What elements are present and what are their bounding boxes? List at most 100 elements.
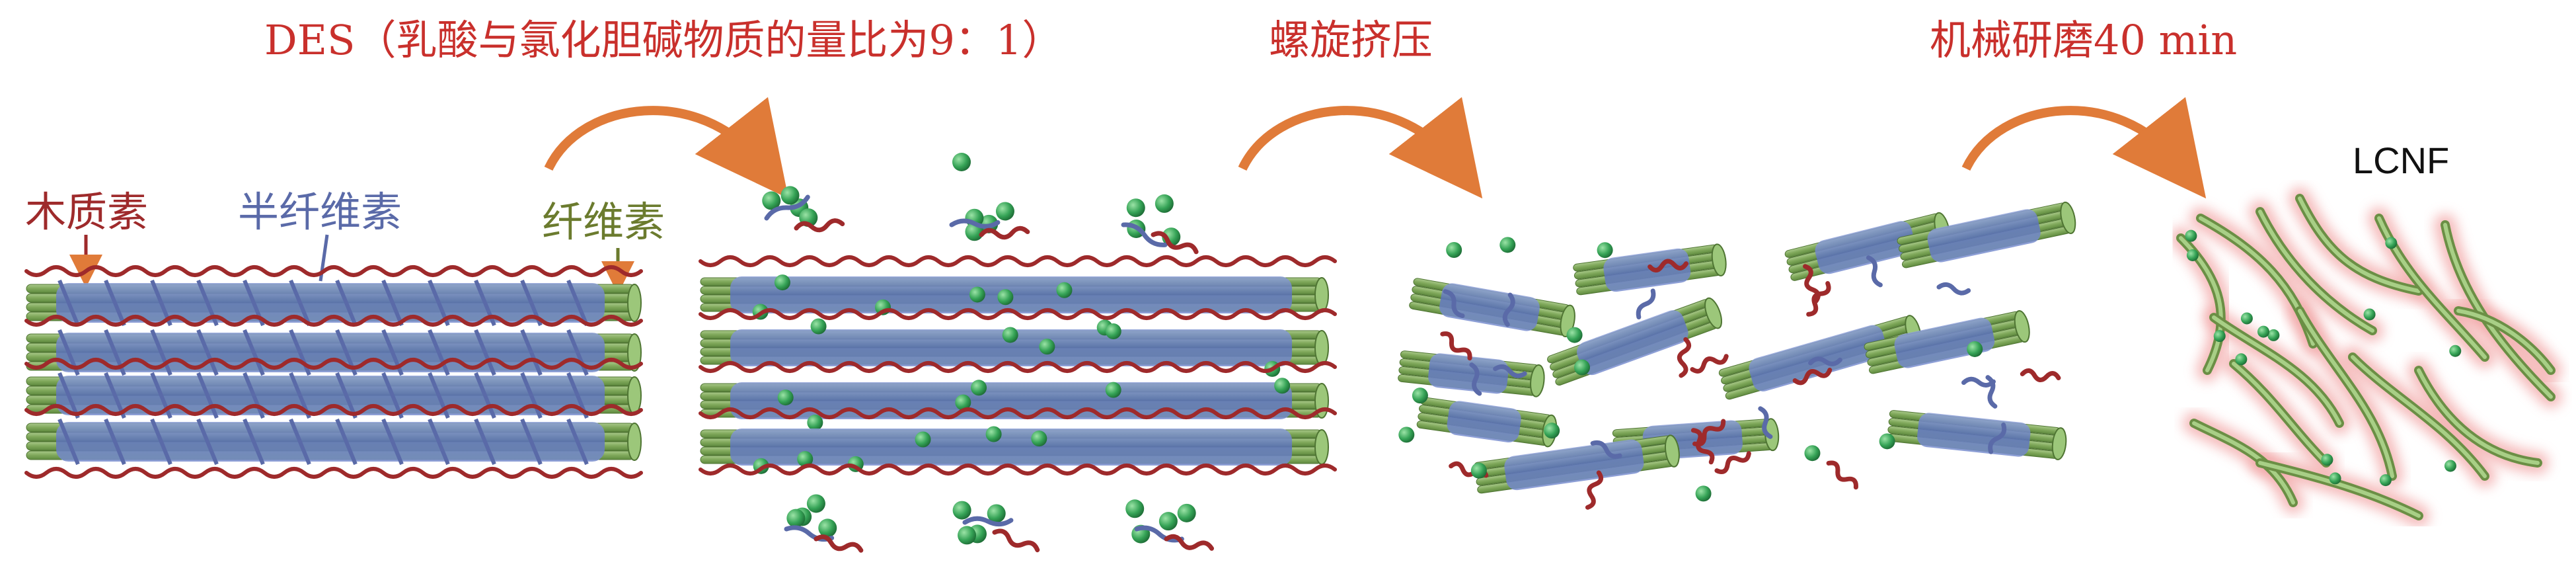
extruded-panel bbox=[1398, 201, 2076, 510]
grinding-label: 机械研磨40 min bbox=[1930, 16, 2238, 64]
hemicellulose-wrap bbox=[196, 418, 219, 466]
hemicellulose-sheath bbox=[56, 283, 605, 323]
des-solvent-molecule bbox=[2185, 229, 2197, 242]
hemicellulose-sheath bbox=[730, 329, 1292, 366]
fragmented-bundle bbox=[1474, 434, 1680, 494]
hemicellulose-wrap bbox=[104, 372, 126, 419]
lignin-fragment bbox=[979, 226, 1030, 240]
des-solvent-molecule bbox=[1158, 512, 1178, 531]
hemicellulose-fragment bbox=[764, 194, 810, 221]
des-solvent-molecule bbox=[1879, 433, 1895, 450]
des-solvent-molecule bbox=[1398, 427, 1415, 443]
lignin-fragment bbox=[1648, 259, 1688, 273]
hemicellulose-sheath bbox=[1917, 413, 2031, 457]
des-solvent-molecule bbox=[2235, 353, 2248, 366]
des-solvent-molecule bbox=[1573, 359, 1590, 376]
des-solvent-molecule bbox=[969, 286, 985, 303]
hemicellulose-fragment bbox=[1443, 289, 1465, 319]
lignin-chain bbox=[24, 467, 643, 479]
cellulose-fiber-bundle bbox=[700, 329, 1329, 366]
des-solvent-molecule bbox=[952, 501, 971, 520]
hemicellulose-sheath bbox=[1428, 353, 1509, 394]
des-solvent-molecule bbox=[1695, 485, 1712, 502]
hemicellulose-fragment bbox=[1469, 362, 1482, 396]
fragmented-bundle bbox=[1864, 310, 2030, 374]
hemicellulose-wrap bbox=[520, 329, 543, 376]
des-solvent-molecule bbox=[786, 509, 806, 528]
des-solvent-molecule bbox=[915, 431, 931, 448]
cellulose-fiber-bundle bbox=[700, 276, 1329, 313]
cellulose-fiber-bundle bbox=[26, 376, 642, 415]
des-solvent-molecule bbox=[1446, 241, 1462, 258]
hemicellulose-wrap bbox=[381, 279, 404, 327]
des-solvent-molecule bbox=[958, 526, 977, 545]
hemicellulose-wrap bbox=[57, 418, 80, 466]
hemicellulose-sheath bbox=[1577, 310, 1688, 376]
hemicellulose-wrap bbox=[104, 279, 126, 327]
hemicellulose-fragment bbox=[1493, 364, 1527, 378]
cellulose-fiber-bundle bbox=[1897, 201, 2076, 268]
des-solvent-molecule bbox=[2267, 329, 2280, 341]
process-arrow-2 bbox=[1238, 97, 1483, 199]
des-solvent-molecule bbox=[971, 380, 987, 396]
lignin-chain bbox=[24, 358, 643, 370]
hemicellulose-wrap bbox=[566, 418, 589, 466]
hemicellulose-wrap bbox=[150, 329, 172, 376]
des-solvent-molecule bbox=[1967, 341, 1983, 357]
hemicellulose-wrap bbox=[428, 418, 450, 466]
lcnf-network-panel bbox=[2170, 187, 2562, 527]
des-solvent-molecule bbox=[818, 518, 837, 538]
hemicellulose-fragment bbox=[949, 218, 1001, 229]
lignin-fragment bbox=[1714, 451, 1751, 474]
lignin-fragment bbox=[1164, 534, 1215, 551]
lignin-fragment bbox=[1692, 419, 1726, 447]
hemicellulose-wrap bbox=[243, 372, 265, 419]
des-solvent-molecule bbox=[1470, 462, 1487, 479]
des-solvent-molecule bbox=[1126, 198, 1145, 218]
hemicellulose-wrap bbox=[150, 418, 172, 466]
hemicellulose-sheath bbox=[1927, 209, 2041, 263]
fragmented-bundle bbox=[1547, 297, 1723, 386]
hemicellulose-sheath bbox=[1439, 283, 1540, 331]
lignin-fragment bbox=[814, 534, 864, 553]
hemicellulose-wrap bbox=[474, 418, 496, 466]
cellulose-fiber-bundle bbox=[1547, 297, 1723, 386]
hemicellulose-wrap bbox=[57, 372, 80, 419]
lignin-chain bbox=[699, 464, 1337, 475]
lignin-chain bbox=[699, 407, 1337, 419]
hemicellulose-sheath bbox=[1504, 439, 1644, 491]
fragmented-bundle bbox=[1409, 278, 1575, 338]
des-solvent-molecule bbox=[1031, 430, 1047, 447]
des-solvent-molecule bbox=[2213, 330, 2226, 343]
des-solvent-molecule bbox=[2257, 325, 2270, 338]
des-solvent-molecule bbox=[2329, 472, 2341, 485]
des-solvent-molecule bbox=[1274, 378, 1291, 394]
fragmented-bundle bbox=[1398, 350, 1545, 397]
hemicellulose-fragment bbox=[1961, 376, 1996, 388]
des-solvent-molecule bbox=[797, 451, 814, 468]
des-solvent-molecule bbox=[2379, 474, 2392, 487]
des-solvent-molecule bbox=[777, 390, 794, 406]
lignin-fragment bbox=[1677, 337, 1692, 378]
des-solvent-molecule bbox=[952, 153, 971, 171]
lignin-fragment bbox=[1440, 331, 1472, 361]
process-arrow-1 bbox=[544, 97, 789, 199]
des-solvent-molecule bbox=[807, 414, 823, 430]
cellulose-fiber-bundle bbox=[1887, 410, 2067, 460]
lcnf-label: LCNF bbox=[2353, 140, 2450, 181]
cellulose-fiber-bundle bbox=[1416, 397, 1558, 448]
lignin-fragment bbox=[1826, 460, 1858, 490]
lignin-fragment bbox=[794, 218, 845, 233]
hemicellulose-fragment bbox=[1758, 406, 1773, 439]
des-solvent-molecule bbox=[762, 191, 781, 210]
des-solvent-molecule bbox=[1105, 382, 1121, 398]
des-solvent-molecule bbox=[1544, 423, 1560, 439]
lignin-chain bbox=[24, 265, 643, 277]
cellulose-fiber-bundle bbox=[1409, 278, 1575, 338]
hemicellulose-wrap bbox=[520, 372, 543, 419]
hemicellulose-wrap bbox=[566, 279, 589, 327]
cellulose-fiber-bundle bbox=[1398, 350, 1545, 397]
hemicellulose-wrap bbox=[289, 279, 311, 327]
process-arrow-3 bbox=[1961, 97, 2207, 199]
